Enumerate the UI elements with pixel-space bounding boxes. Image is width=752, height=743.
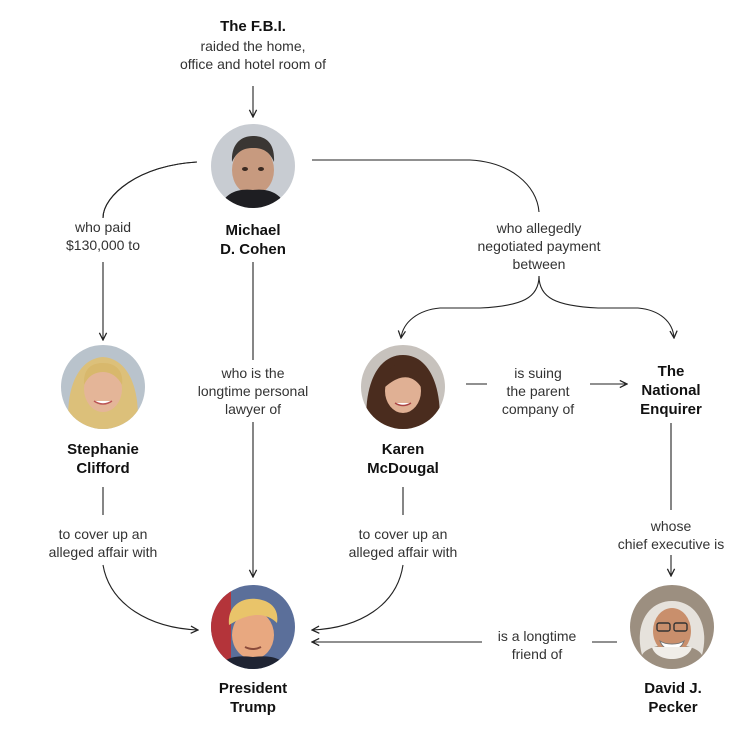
clifford-photo [61,345,145,429]
arrow-split-mcdougal [401,275,540,338]
pecker-photo [630,585,714,669]
pecker-name: David J.Pecker [644,680,702,716]
arrow-clifford-trump [102,564,198,630]
arrow-cohen-negotiation [312,159,540,213]
arrow-cohen-clifford-top [102,161,198,219]
cohen-paid-label: who paid$130,000 to [66,219,140,253]
fbi-name: The F.B.I. [220,18,286,35]
fbi-relation-label: raided the home,office and hotel room of [179,38,327,72]
arrow-mcdougal-trump [312,564,404,630]
mcdougal-photo [361,345,445,429]
arrow-split-enquirer [538,275,674,338]
cohen-photo [211,124,295,208]
trump-photo [211,585,295,669]
